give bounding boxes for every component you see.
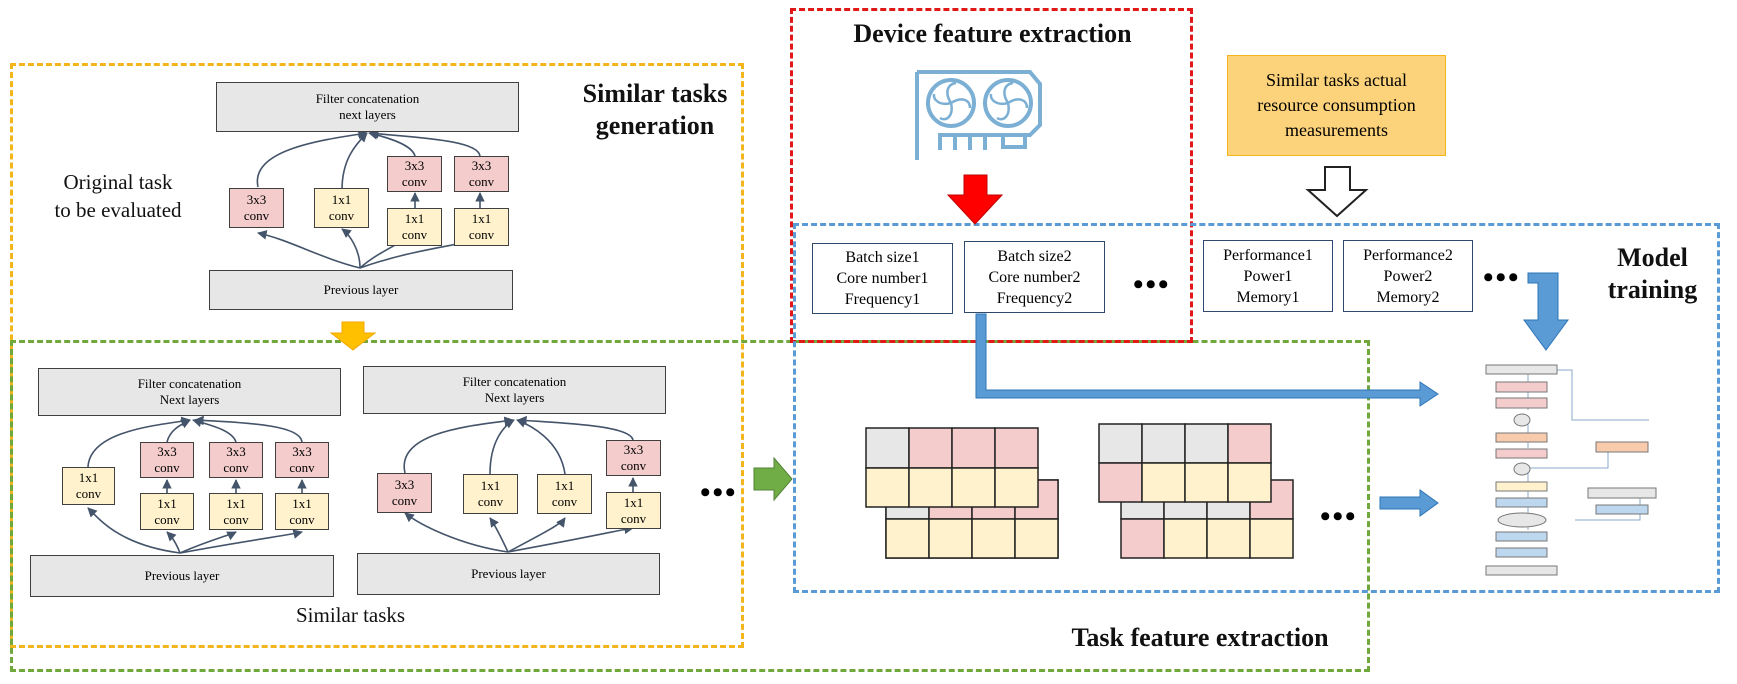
measurement-box-2: Performance2 Power2 Memory2 <box>1343 240 1473 312</box>
similar-gen-title-line2: generation <box>595 111 715 140</box>
device-to-model-arrow <box>975 313 1439 407</box>
similar-tasks-ellipsis: ••• <box>700 476 738 509</box>
feature-grid-2-front <box>1098 423 1272 503</box>
similar-tasks-label: Similar tasks <box>296 603 406 627</box>
original-filter-concat-line2: next layers <box>339 107 396 122</box>
original-previous-layer-label: Previous layer <box>323 282 399 297</box>
device-feature-extraction-region <box>790 8 1193 343</box>
similar-a-filter-concat-line2: Next layers <box>159 392 220 407</box>
model-training-title-line1: Model <box>1617 243 1688 272</box>
similar-a-previous-layer-label: Previous layer <box>144 568 220 583</box>
original-filter-concat-line1: Filter concatenation <box>315 91 420 106</box>
similar-task-a-connections <box>87 415 307 554</box>
model-training-title: Model training <box>1580 242 1725 306</box>
original-task-label: Original task to be evaluated <box>38 168 198 224</box>
task-to-model-arrow <box>1379 489 1439 517</box>
similar-gen-title-line1: Similar tasks <box>582 79 728 108</box>
measurement-box: Similar tasks actual resource consumptio… <box>1227 55 1446 156</box>
measurement-ellipsis: ••• <box>1483 261 1521 294</box>
similar-b-filter-concat-line2: Next layers <box>484 390 545 405</box>
similar-tasks-generation-title: Similar tasks generation <box>570 78 740 142</box>
measurement-to-model-arrow <box>1523 272 1569 351</box>
original-filter-concat-box: Filter concatenation next layers <box>216 82 519 132</box>
task-feature-extraction-region <box>10 340 1370 672</box>
similar-a-filter-concat-line1: Filter concatenation <box>137 376 242 391</box>
original-previous-layer-box: Previous layer <box>209 270 513 310</box>
green-right-arrow <box>753 456 793 502</box>
similar-a-previous-layer-box: Previous layer <box>30 555 334 597</box>
task-feature-ellipsis: ••• <box>1320 500 1358 533</box>
similar-a-filter-concat-box: Filter concatenation Next layers <box>38 368 341 416</box>
original-task-line1: Original task <box>63 170 173 194</box>
model-training-title-line2: training <box>1607 275 1698 304</box>
similar-b-filter-concat-line1: Filter concatenation <box>462 374 567 389</box>
device-feature-ellipsis: ••• <box>1133 268 1171 301</box>
similar-b-previous-layer-box: Previous layer <box>357 553 660 595</box>
original-task-line2: to be evaluated <box>54 198 182 222</box>
measurement-box-1: Performance1 Power1 Memory1 <box>1203 240 1333 312</box>
similar-b-filter-concat-box: Filter concatenation Next layers <box>363 366 666 414</box>
model-training-region <box>793 223 1720 593</box>
task-feature-extraction-title: Task feature extraction <box>1071 623 1329 652</box>
device-feature-extraction-title: Device feature extraction <box>853 19 1132 48</box>
device-feature-box-1: Batch size1 Core number1 Frequency1 <box>812 243 953 314</box>
feature-grid-1-front <box>865 427 1039 508</box>
similar-b-previous-layer-label: Previous layer <box>471 566 546 581</box>
device-feature-box-2: Batch size2 Core number2 Frequency2 <box>964 241 1105 313</box>
